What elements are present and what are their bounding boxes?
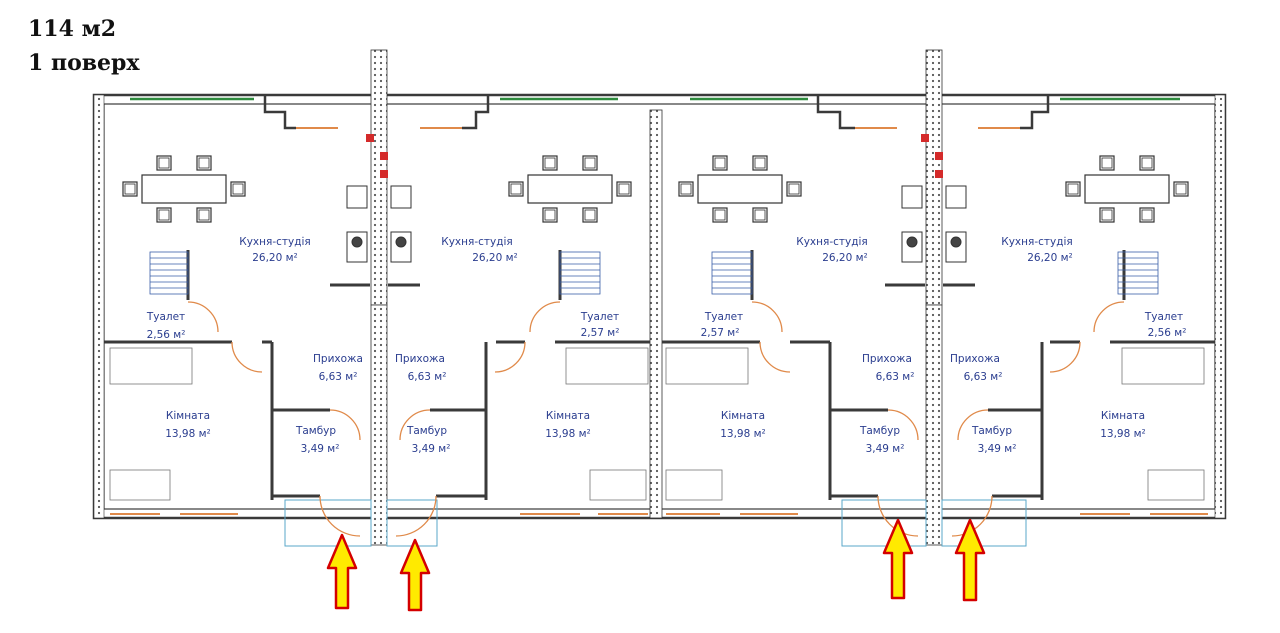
party-wall-left-lower — [370, 304, 388, 546]
entrance-arrows — [326, 518, 986, 612]
hall-area: 6,63 м² — [408, 371, 447, 383]
right-wall — [1214, 94, 1226, 519]
hall-area: 6,63 м² — [964, 371, 1003, 383]
top-indents — [263, 95, 1050, 130]
toilet-area: 2,57 м² — [581, 327, 620, 339]
left-wall — [93, 94, 105, 519]
hall-area: 6,63 м² — [319, 371, 358, 383]
kitchen-area: 26,20 м² — [252, 252, 298, 264]
dining-tables — [122, 155, 1189, 223]
kitchen-name: Кухня-студія — [239, 236, 310, 248]
entrance-arrow — [326, 533, 358, 610]
toilet-area: 2,56 м² — [147, 329, 186, 341]
room-area: 13,98 м² — [545, 428, 591, 440]
room-name: Кімната — [546, 410, 590, 422]
toilet-area: 2,56 м² — [1148, 327, 1187, 339]
vestibule-name: Тамбур — [971, 425, 1012, 437]
room-area: 13,98 м² — [1100, 428, 1146, 440]
toilet-area: 2,57 м² — [701, 327, 740, 339]
room-area: 13,98 м² — [720, 428, 766, 440]
entrance-arrow — [882, 518, 914, 600]
inner-walls — [104, 250, 1215, 500]
hall-area: 6,63 м² — [876, 371, 915, 383]
room-name: Кімната — [166, 410, 210, 422]
vestibule-name: Тамбур — [859, 425, 900, 437]
toilet-name: Туалет — [580, 311, 619, 323]
toilet-name: Туалет — [1144, 311, 1183, 323]
unit-3-labels: Кухня-студія 26,20 м² Туалет 2,57 м² При… — [701, 236, 915, 455]
room-area: 13,98 м² — [165, 428, 211, 440]
kitchen-name: Кухня-студія — [1001, 236, 1072, 248]
vestibule-name: Тамбур — [295, 425, 336, 437]
stairs — [149, 251, 1159, 295]
room-name: Кімната — [1101, 410, 1145, 422]
toilet-name: Туалет — [704, 311, 743, 323]
vestibule-area: 3,49 м² — [301, 443, 340, 455]
plan-area-heading: 114 м2 — [28, 16, 116, 42]
room-name: Кімната — [721, 410, 765, 422]
kitchen-name: Кухня-студія — [796, 236, 867, 248]
hall-name: Прихожа — [950, 353, 1000, 365]
room-furniture — [109, 347, 1205, 501]
doors — [187, 301, 1125, 537]
hall-name: Прихожа — [313, 353, 363, 365]
vestibule-name: Тамбур — [406, 425, 447, 437]
party-wall-right-lower — [925, 304, 943, 546]
toilet-name: Туалет — [146, 311, 185, 323]
kitchen-area: 26,20 м² — [1027, 252, 1073, 264]
hall-name: Прихожа — [395, 353, 445, 365]
kitchen-name: Кухня-студія — [441, 236, 512, 248]
kitchen-area: 26,20 м² — [822, 252, 868, 264]
hall-name: Прихожа — [862, 353, 912, 365]
vestibule-area: 3,49 м² — [412, 443, 451, 455]
vestibule-area: 3,49 м² — [866, 443, 905, 455]
entrance-arrow — [399, 538, 431, 612]
unit-1-labels: Кухня-студія 26,20 м² Туалет 2,56 м² При… — [146, 236, 363, 455]
entrance-arrow — [954, 518, 986, 602]
floor-heading: 1 поверх — [28, 50, 140, 76]
unit-2-labels: Кухня-студія 26,20 м² Туалет 2,57 м² При… — [395, 236, 619, 455]
kitchen-area: 26,20 м² — [472, 252, 518, 264]
porches — [284, 499, 1027, 547]
vestibule-area: 3,49 м² — [978, 443, 1017, 455]
unit-4-labels: Кухня-студія 26,20 м² Туалет 2,56 м² При… — [950, 236, 1186, 455]
kitchen-appliances — [346, 185, 967, 263]
party-wall-center — [649, 109, 663, 519]
riser-markers — [366, 134, 943, 178]
